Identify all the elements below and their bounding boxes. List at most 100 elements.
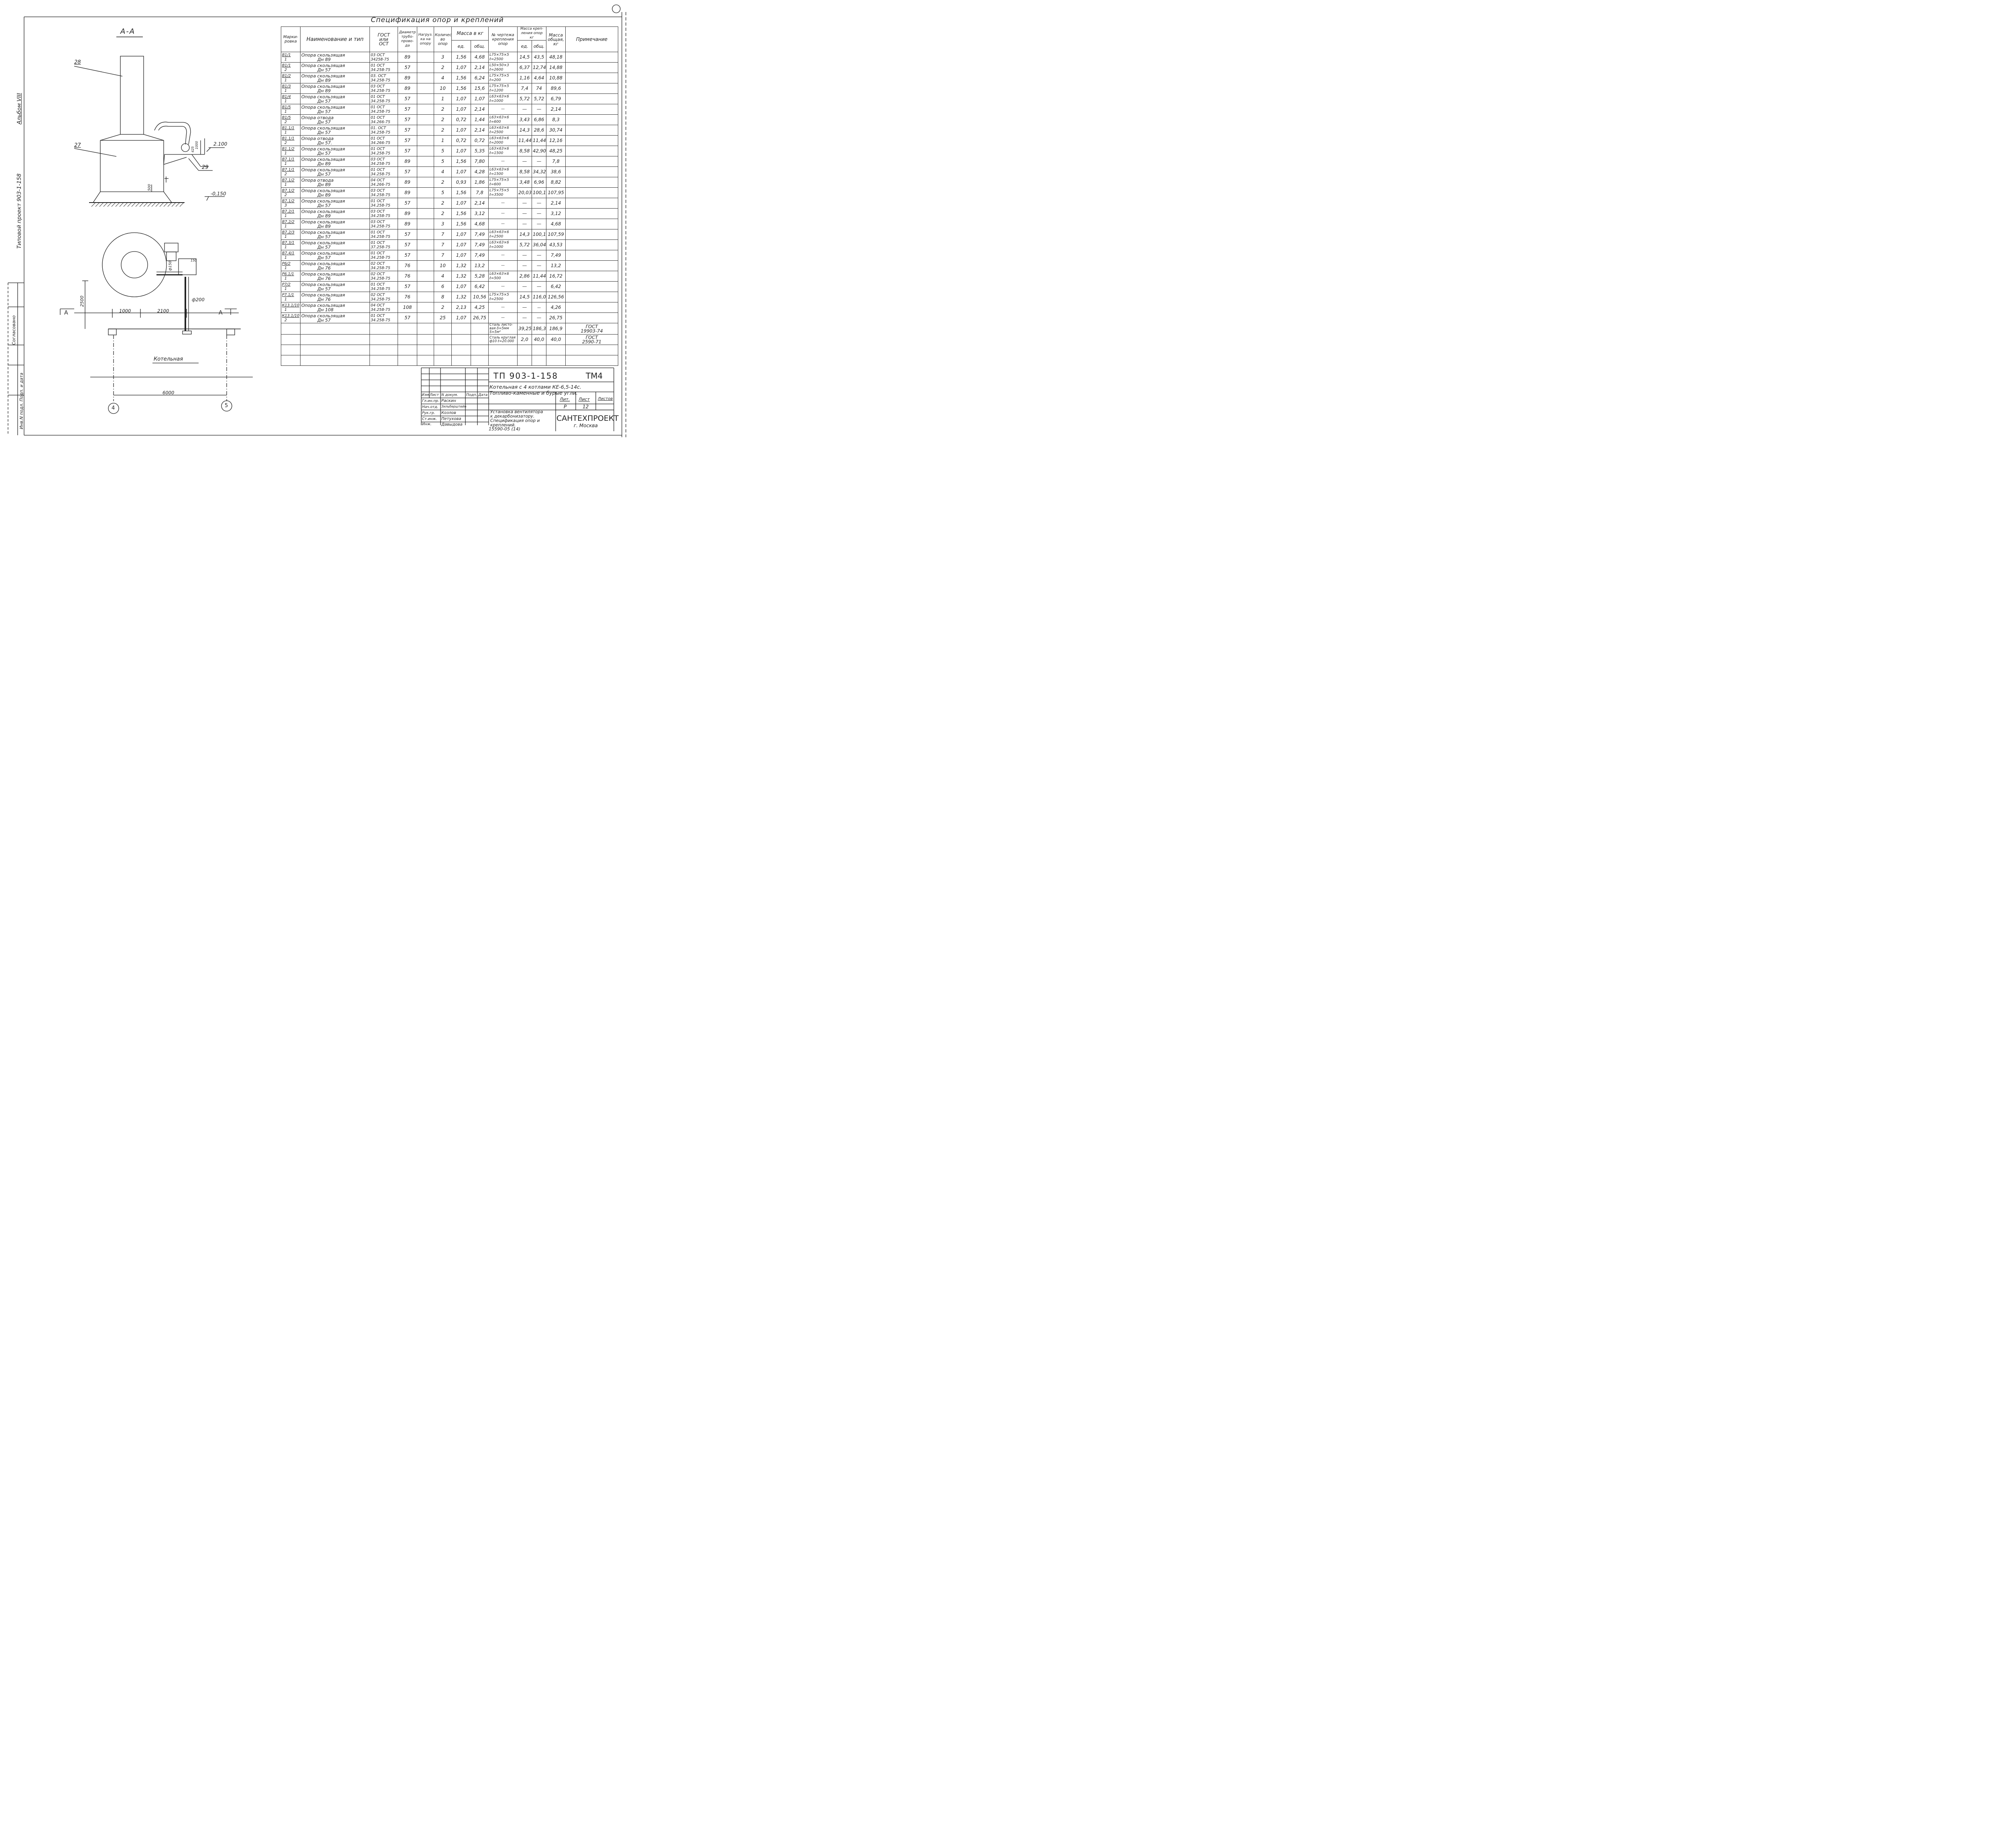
cell-qty: 2	[434, 125, 452, 136]
mark-code: В1/4	[282, 94, 291, 99]
cell-empty	[370, 323, 398, 335]
drawing-line-2: ℓ=2500	[489, 130, 504, 134]
leader-label-29: 29	[202, 164, 209, 170]
gost-line-2: 34.258-75	[371, 234, 390, 239]
drawing-line-1: L63×63×6	[489, 240, 509, 245]
cell-fix-unit: 11,44	[517, 135, 532, 146]
dim-plan-1000: 1000	[119, 308, 131, 314]
mark-index: 1	[284, 255, 287, 260]
cell-qty: 10	[434, 83, 452, 94]
gost-line-1: 03 ОСТ	[371, 188, 385, 193]
cell-diameter: 57	[398, 104, 417, 115]
drawing-line-2: ℓ=1000	[489, 245, 504, 249]
cell-drawing: —	[488, 312, 518, 323]
drawing-line-1: L75×75×5	[489, 73, 509, 78]
cell-qty: 2	[434, 177, 452, 188]
support-dn: Дн 57	[317, 317, 331, 323]
cell-mass-unit: 1,07	[451, 198, 471, 209]
cell-drawing: —	[488, 302, 518, 313]
cell-note	[565, 250, 619, 261]
gost-line-1: 04 ОСТ	[371, 178, 385, 183]
cell-diameter: 76	[398, 260, 417, 271]
leader-label-27: 27	[74, 142, 81, 148]
cell-mass-total: 1,07	[470, 93, 489, 104]
cell-load	[417, 239, 434, 250]
drawing-line-1: L75×75×5	[489, 84, 509, 88]
drawing-line-1: L63×63×6	[489, 126, 509, 130]
cell-qty: 4	[434, 271, 452, 282]
header-name: Наименование и тип	[300, 26, 370, 52]
cell-fix-total: —	[532, 219, 547, 229]
support-dn: Дн 108	[317, 307, 334, 312]
stamp-sheet-value: 12	[583, 404, 589, 410]
cell-mass-unit: 1,07	[451, 281, 471, 292]
cell-total-mass: 8,3	[546, 114, 566, 125]
cell-total-mass: 8,82	[546, 177, 566, 188]
gost-line-1: 01 ОСТ	[371, 313, 385, 318]
header-mass: Масса в кг	[451, 26, 489, 41]
cell-note	[565, 114, 619, 125]
cell-note	[565, 125, 619, 136]
support-dn: Дн 57	[317, 67, 331, 73]
axis-4: 4	[112, 405, 115, 411]
cell-load	[417, 292, 434, 302]
cell-fix-unit: —	[517, 198, 532, 209]
cell-empty	[417, 334, 434, 345]
cell-qty: 5	[434, 156, 452, 167]
note-line-2: 19903-74	[581, 328, 603, 334]
cell-empty	[281, 323, 300, 335]
mark-index: 3	[284, 203, 287, 208]
mark-index: 1	[284, 57, 287, 62]
cell-diameter: 57	[398, 239, 417, 250]
dim-plan-2100: 2100	[157, 308, 169, 314]
cell-empty	[300, 334, 370, 345]
mark-code: В7.1/1	[282, 167, 294, 172]
cell-empty	[300, 355, 370, 366]
cell-load	[417, 73, 434, 83]
cell-mass-total: 2,14	[470, 125, 489, 136]
mark-code: В7.2/1	[282, 209, 294, 214]
cell-note	[565, 146, 619, 156]
cell-load	[417, 104, 434, 115]
header-mark: Марки-ровка	[281, 26, 300, 52]
mark-index: 1	[284, 130, 287, 135]
cell-load	[417, 312, 434, 323]
gost-line-1: 01 ОСТ	[371, 199, 385, 203]
support-dn: Дн 57	[317, 119, 331, 125]
gost-line-1: 01 ОСТ	[371, 251, 385, 256]
cell-load	[417, 302, 434, 313]
mark-index: 1	[284, 109, 287, 114]
cell-diameter: 89	[398, 83, 417, 94]
cell-load	[417, 271, 434, 282]
cell-fix-total: 6,86	[532, 114, 547, 125]
cell-mass-unit: 1,07	[451, 250, 471, 261]
cell-empty	[434, 323, 452, 335]
support-name: Опора отвода	[301, 136, 334, 141]
cell-empty	[398, 323, 417, 335]
gost-line-2: 34.258-75	[371, 286, 390, 291]
cell-diameter: 108	[398, 302, 417, 313]
drawing-line-1: —	[501, 316, 505, 320]
mark-index: 1	[284, 297, 287, 302]
